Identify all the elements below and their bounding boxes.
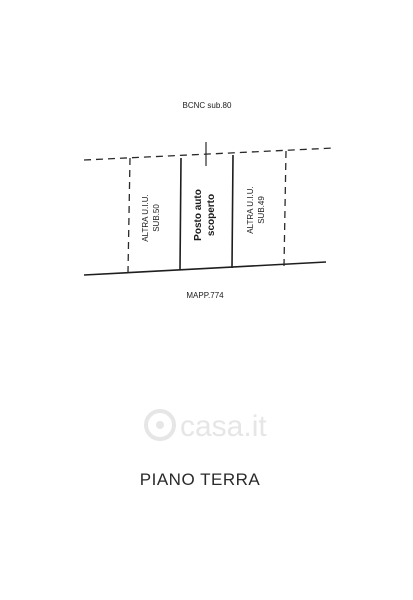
watermark-logo-dot (156, 421, 164, 429)
parking-spot-label: Posto auto scoperto (193, 189, 217, 241)
watermark-logo-icon (144, 409, 176, 441)
unit-sub50-line2: SUB.50 (152, 204, 161, 232)
unit-left-divider (127, 157, 131, 273)
unit-sub49-line1: ALTRA U.I.U. (246, 186, 255, 233)
mapp-label: MAPP.774 (186, 291, 224, 300)
unit-sub49-line2: SUB.49 (257, 196, 266, 224)
unit-sub50-label: ALTRA U.I.U. SUB.50 (141, 194, 161, 241)
parking-spot-line1: Posto auto (193, 189, 204, 241)
top-boundary-line (83, 147, 335, 161)
floor-title: PIANO TERRA (140, 470, 261, 489)
watermark-text: casa.it (180, 410, 267, 443)
parking-right-wall (231, 154, 234, 269)
bottom-boundary-line (83, 261, 327, 276)
parking-spot-line2: scoperto (206, 194, 217, 236)
unit-sub50-line1: ALTRA U.I.U. (141, 194, 150, 241)
watermark: casa.it (144, 409, 267, 443)
unit-right-divider (283, 150, 287, 267)
parking-left-wall (179, 157, 182, 271)
unit-sub49-label: ALTRA U.I.U. SUB.49 (246, 186, 266, 233)
bcnc-label: BCNC sub.80 (183, 101, 232, 110)
